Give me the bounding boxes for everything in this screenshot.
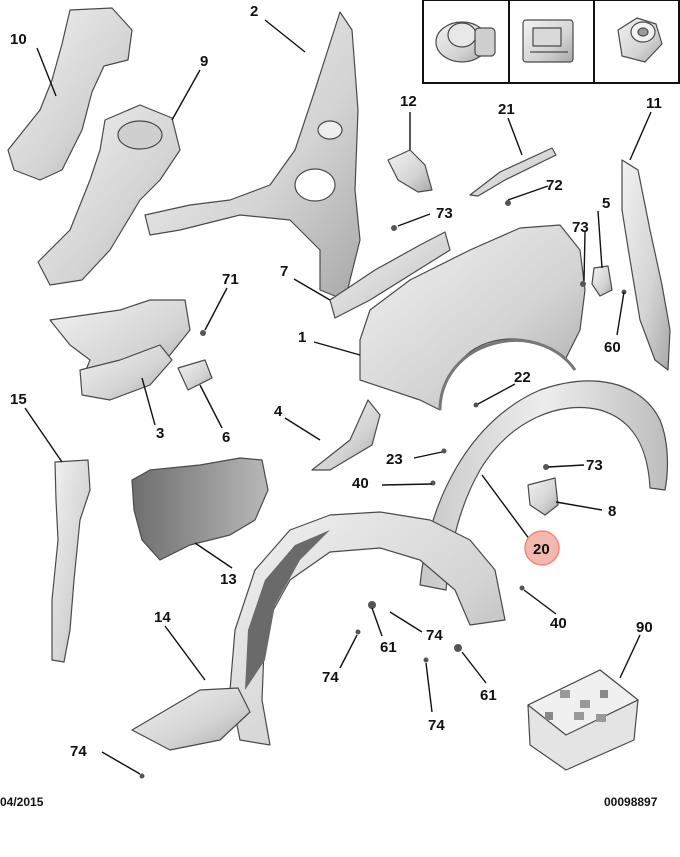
callout-20[interactable]: 20: [533, 541, 550, 558]
footer-reference: 00098897: [604, 795, 658, 809]
callouts: 10 9 2 12 21 11 72 73 5 73 7 71 1 60 22 …: [10, 3, 662, 760]
leader-lines: [24, 19, 652, 775]
callout-60[interactable]: 60: [604, 339, 621, 356]
callout-13[interactable]: 13: [220, 571, 237, 588]
nut-fastener-image: [617, 17, 663, 63]
wheel-arch-liner-shadow: [245, 530, 330, 690]
callout-74-b[interactable]: 74: [322, 669, 339, 686]
callout-2[interactable]: 2: [250, 3, 258, 20]
callout-74-c[interactable]: 74: [428, 717, 445, 734]
callout-40-a[interactable]: 40: [352, 475, 369, 492]
fastener-inset: [422, 0, 680, 84]
callout-61-a[interactable]: 61: [380, 639, 397, 656]
callout-15[interactable]: 15: [10, 391, 27, 408]
callout-14[interactable]: 14: [154, 609, 171, 626]
callout-73-b[interactable]: 73: [572, 219, 589, 236]
part-10-front-rail: [7, 7, 133, 181]
side-structure-hole-2: [317, 120, 343, 140]
callout-1[interactable]: 1: [298, 329, 306, 346]
side-structure-hole: [294, 168, 336, 202]
part-15-pillar: [51, 459, 91, 663]
part-3-lower-rail-piece: [79, 344, 173, 401]
part-13-inner-liner: [131, 457, 269, 561]
callout-72[interactable]: 72: [546, 177, 563, 194]
part-1-front-fender: [359, 224, 586, 411]
callout-73-c[interactable]: 73: [586, 457, 603, 474]
part-7-reinforcement: [329, 231, 451, 319]
callout-21[interactable]: 21: [498, 101, 515, 118]
clip-fastener-image: [435, 21, 496, 63]
callout-74-d[interactable]: 74: [70, 743, 87, 760]
part-14-wheel-arch-liner: [229, 511, 506, 746]
screws: [139, 200, 627, 779]
part-5-bracket: [591, 265, 613, 297]
part-4-bracket: [311, 399, 381, 471]
callout-11[interactable]: 11: [646, 95, 662, 112]
part-2-side-structure: [144, 11, 361, 301]
fender-wheel-arch-edge: [438, 338, 577, 411]
callout-23[interactable]: 23: [386, 451, 403, 468]
part-12-bracket: [387, 149, 433, 193]
callout-40-b[interactable]: 40: [550, 615, 567, 632]
callout-12[interactable]: 12: [400, 93, 417, 110]
callout-71[interactable]: 71: [222, 271, 239, 288]
callout-8[interactable]: 8: [608, 503, 616, 520]
highlight-badge: [524, 530, 560, 566]
callout-7[interactable]: 7: [280, 263, 288, 280]
part-6-bracket: [177, 359, 213, 391]
part-11-seal: [621, 159, 671, 371]
wheel-arch-liner-flap: [131, 687, 251, 751]
callout-10[interactable]: 10: [10, 31, 27, 48]
callout-74-a[interactable]: 74: [426, 627, 443, 644]
callout-90[interactable]: 90: [636, 619, 653, 636]
callout-9[interactable]: 9: [200, 53, 208, 70]
callout-6[interactable]: 6: [222, 429, 230, 446]
part-20-wheel-arch-extension: [419, 380, 669, 591]
callout-73-a[interactable]: 73: [436, 205, 453, 222]
callout-4[interactable]: 4: [274, 403, 283, 420]
part-9-strut-tower: [37, 104, 181, 286]
callout-61-b[interactable]: 61: [480, 687, 497, 704]
callout-22[interactable]: 22: [514, 369, 531, 386]
footer-date: 04/2015: [0, 795, 44, 809]
retainer-fastener-image: [522, 19, 574, 63]
part-8-bracket: [527, 477, 559, 516]
part-21-trim-strip: [469, 147, 557, 197]
callout-5[interactable]: 5: [602, 195, 610, 212]
part-90-fastener-kit: [527, 669, 639, 771]
strut-mount: [117, 120, 163, 150]
callout-3[interactable]: 3: [156, 425, 164, 442]
